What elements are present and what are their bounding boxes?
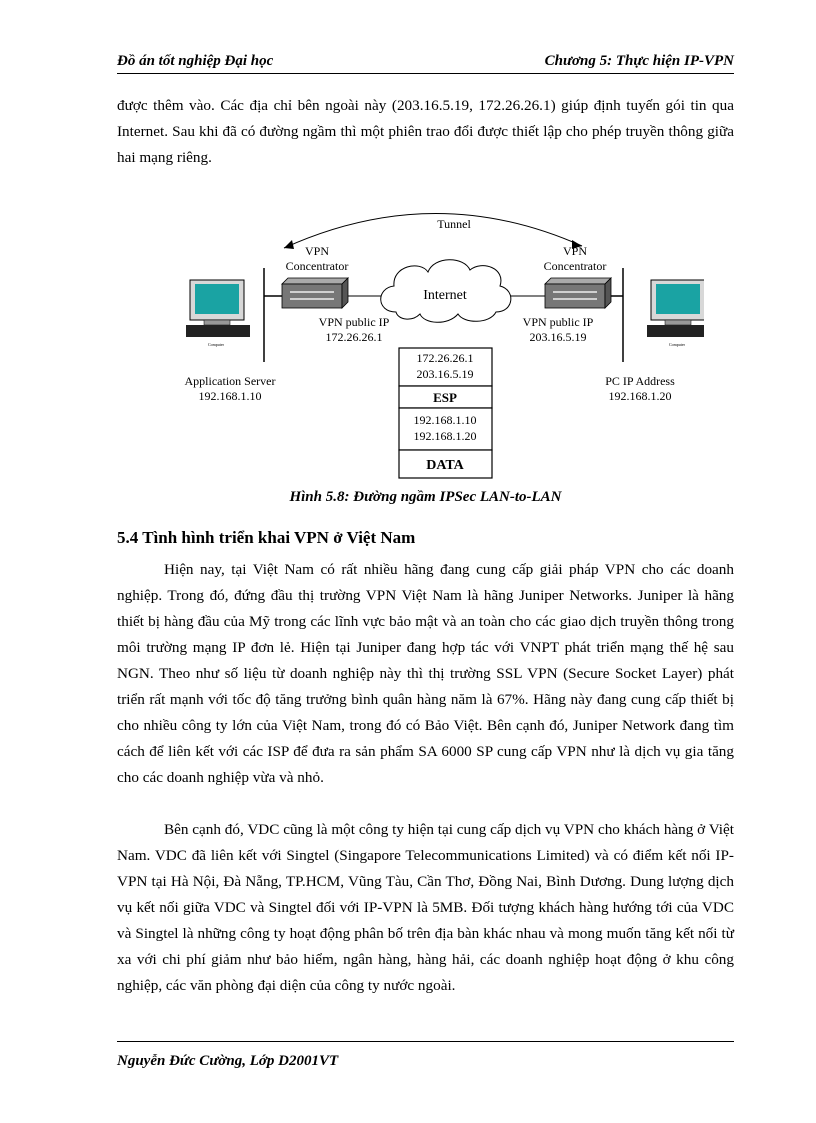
left-concentrator-label-1: VPN — [305, 244, 329, 258]
tunnel-label: Tunnel — [437, 217, 471, 231]
network-diagram: Tunnel Computer Computer — [185, 213, 711, 479]
header-thesis-title: Đồ án tốt nghiệp Đại học — [117, 53, 274, 69]
right-host-label: PC IP Address — [605, 374, 675, 388]
body-paragraph-vdc: Bên cạnh đó, VDC cũng là một công ty hiệ… — [117, 821, 734, 994]
right-vpn-concentrator-icon — [544, 277, 612, 309]
right-computer-icon: Computer — [647, 279, 711, 347]
intro-paragraph: được thêm vào. Các địa chỉ bên ngoài này… — [117, 97, 734, 166]
header-divider — [117, 73, 734, 74]
left-concentrator-label-2: Concentrator — [286, 259, 349, 273]
left-host-label: Application Server — [185, 374, 276, 388]
tunnel-arc — [283, 213, 583, 249]
packet-inner-dst: 192.168.1.20 — [414, 429, 477, 443]
header-chapter-title: Chương 5: Thực hiện IP-VPN — [544, 53, 734, 69]
internet-cloud-icon — [380, 259, 512, 323]
internet-label: Internet — [423, 288, 467, 303]
packet-outer-src: 172.26.26.1 — [417, 351, 474, 365]
left-computer-icon: Computer — [186, 279, 250, 347]
page-header: Đồ án tốt nghiệp Đại học Chương 5: Thực … — [117, 51, 734, 73]
right-host-ip: 192.168.1.20 — [609, 389, 672, 403]
right-public-ip: 203.16.5.19 — [530, 330, 587, 344]
right-concentrator-label-2: Concentrator — [544, 259, 607, 273]
left-vpn-concentrator-icon — [281, 277, 349, 309]
left-public-ip: 172.26.26.1 — [326, 330, 383, 344]
section-title: 5.4 Tình hình triển khai VPN ở Việt Nam — [117, 528, 416, 547]
left-public-ip-label: VPN public IP — [319, 315, 390, 329]
left-host-ip: 192.168.1.10 — [199, 389, 262, 403]
packet-structure: 172.26.26.1 203.16.5.19 ESP 192.168.1.10… — [398, 347, 493, 479]
page-footer: Nguyễn Đức Cường, Lớp D2001VT — [117, 1053, 339, 1069]
right-public-ip-label: VPN public IP — [523, 315, 594, 329]
footer-divider — [117, 1041, 734, 1042]
packet-data: DATA — [426, 458, 464, 473]
packet-outer-dst: 203.16.5.19 — [417, 367, 474, 381]
tunnel-arrow-right — [572, 240, 582, 249]
packet-inner-src: 192.168.1.10 — [414, 413, 477, 427]
body-paragraph-juniper: Hiện nay, tại Việt Nam có rất nhiều hãng… — [117, 561, 734, 786]
right-concentrator-label-1: VPN — [563, 244, 587, 258]
packet-esp: ESP — [433, 390, 457, 405]
right-computer-caption: Computer — [669, 342, 686, 347]
figure-caption: Hình 5.8: Đường ngầm IPSec LAN-to-LAN — [289, 489, 562, 505]
tunnel-arrow-left — [284, 240, 294, 249]
ipsec-tunnel-figure: Tunnel Computer Computer — [164, 200, 711, 482]
left-computer-caption: Computer — [208, 342, 225, 347]
